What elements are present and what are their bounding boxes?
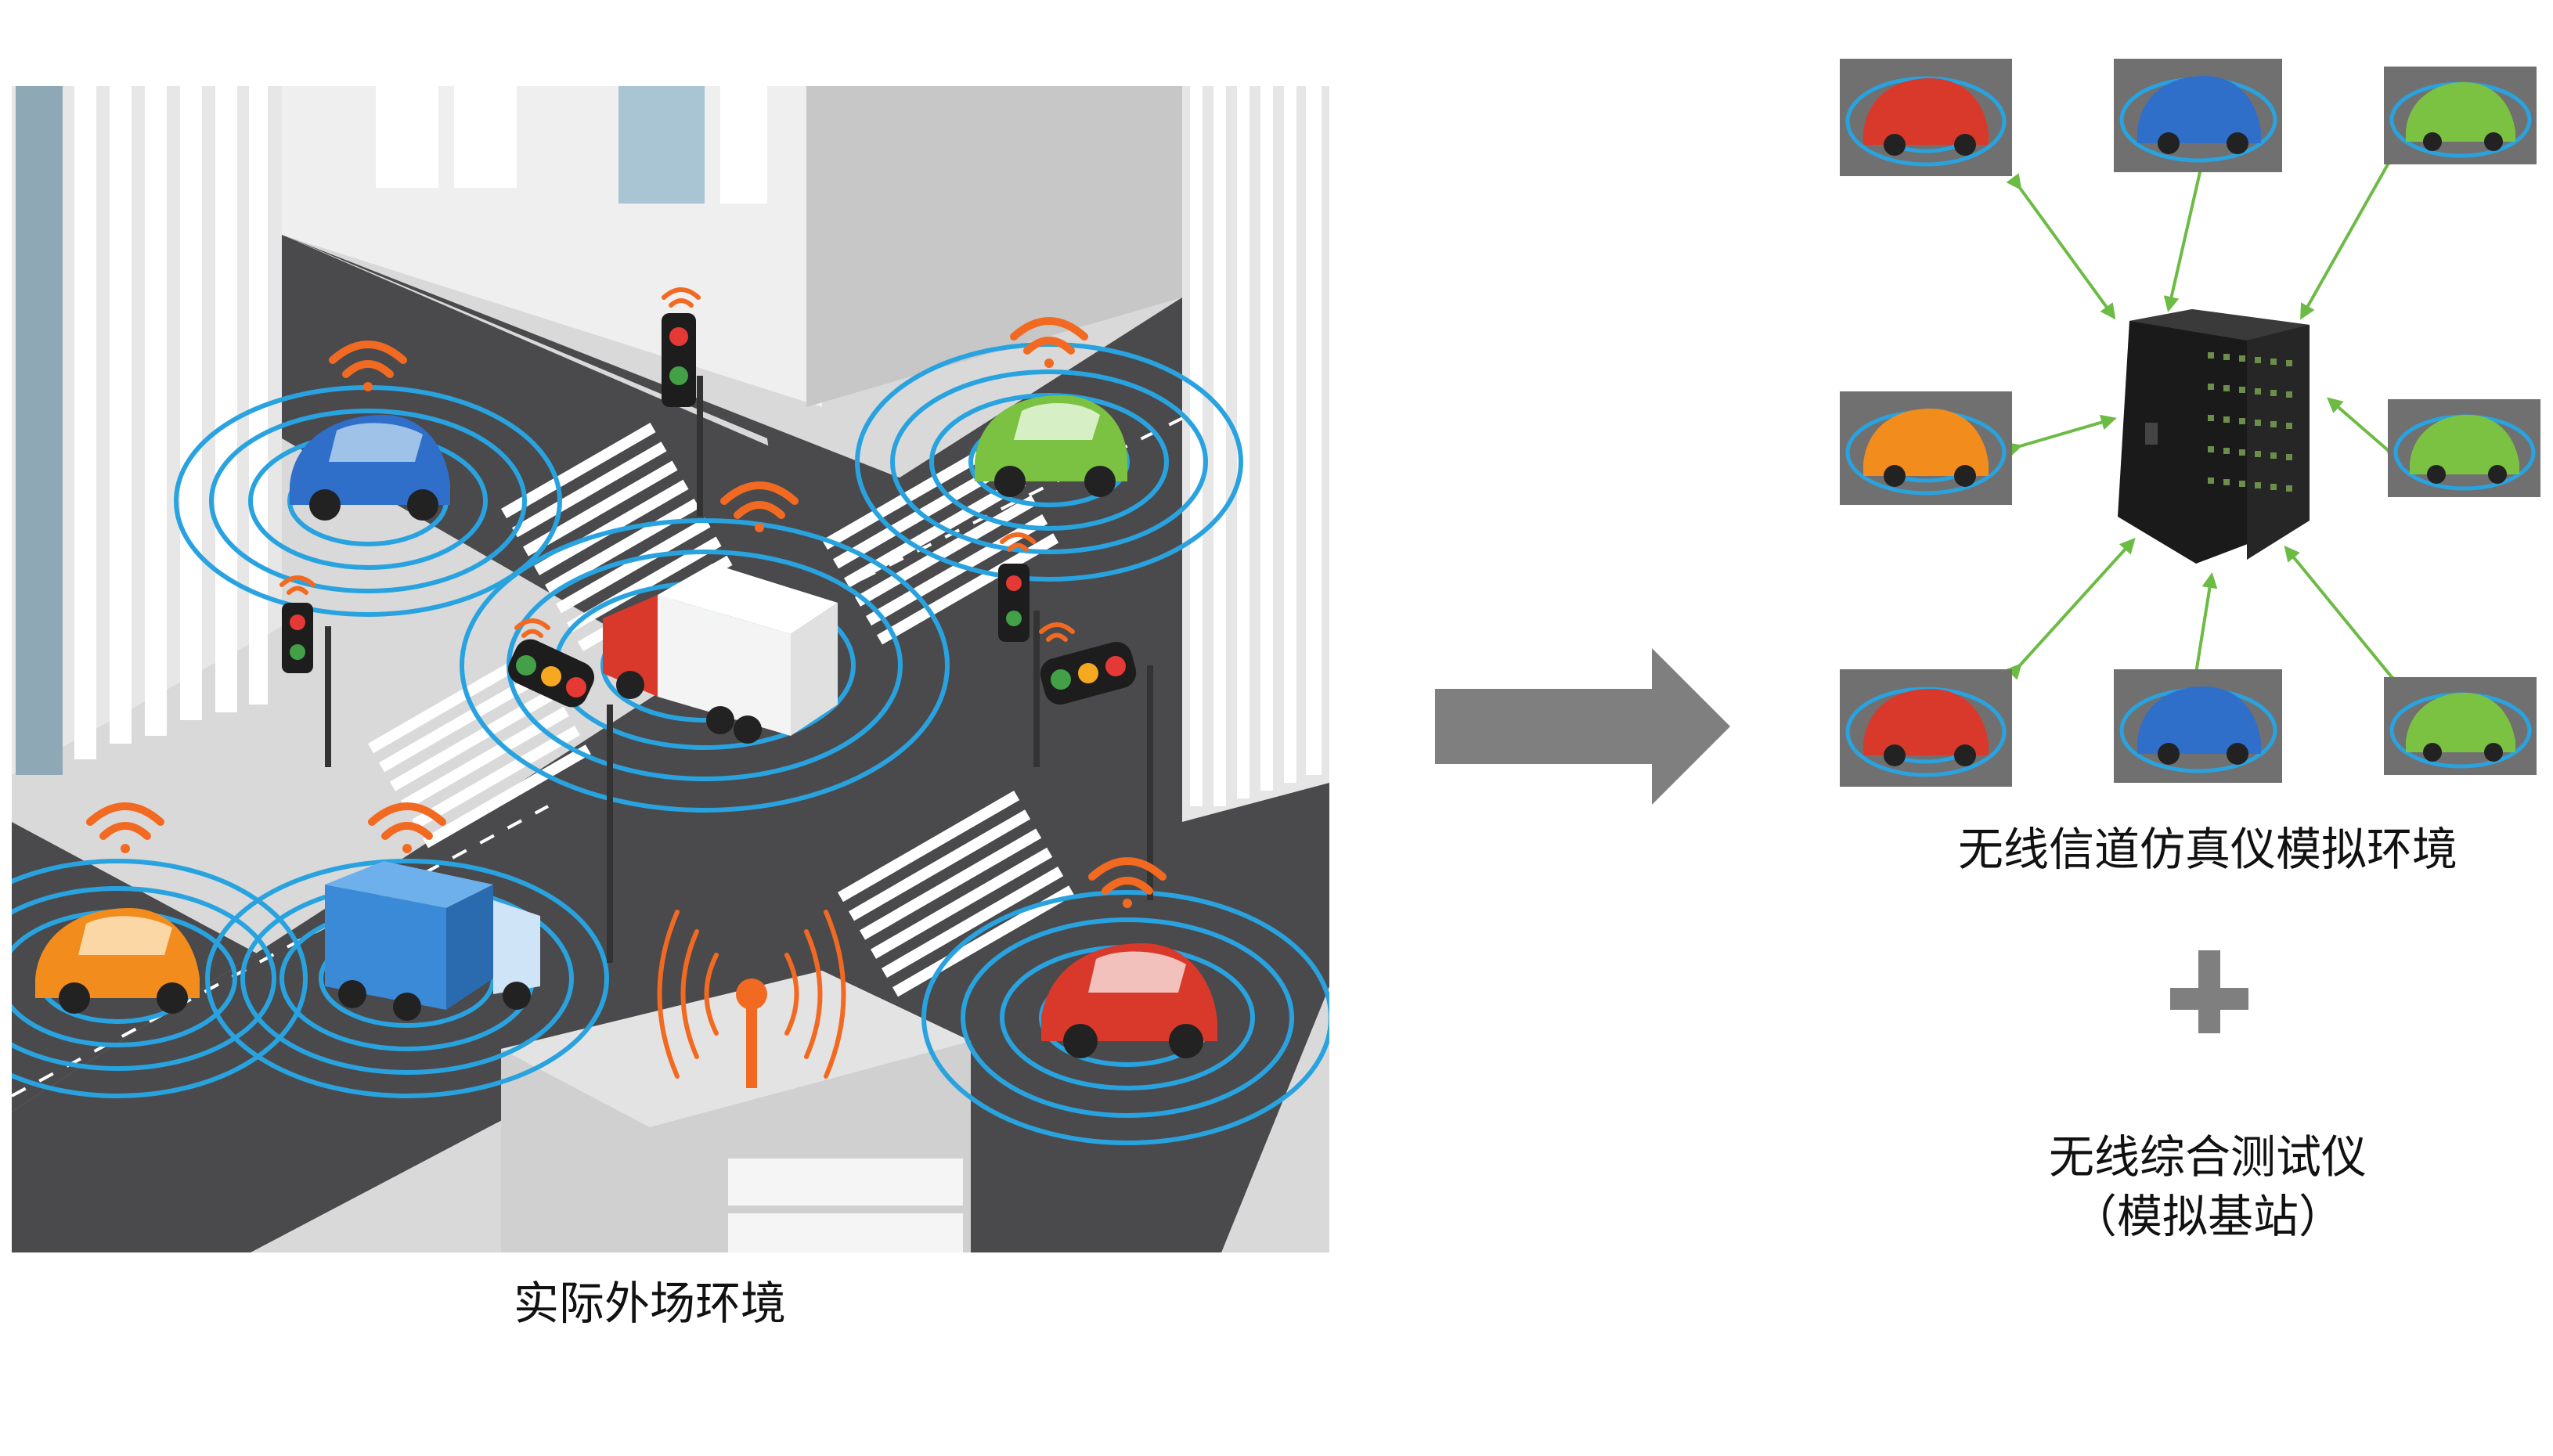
wifi-icons bbox=[86, 287, 1167, 908]
blue-truck-bottom bbox=[325, 861, 540, 1021]
thumbnail-blue-car bbox=[2114, 669, 2282, 783]
thumbnail-green-car bbox=[2388, 399, 2540, 497]
wireless-tester-caption: 无线综合测试仪 （模拟基站） bbox=[1942, 1127, 2474, 1246]
right-tall-building bbox=[1182, 86, 1329, 822]
thumbnail-red-car bbox=[1840, 669, 2012, 787]
thumbnail-red-car bbox=[1840, 59, 2012, 176]
pedestrian-signal-top bbox=[662, 313, 703, 517]
wireless-tester-caption-line1: 无线综合测试仪 bbox=[2048, 1130, 2367, 1184]
base-station-antenna-icon bbox=[657, 910, 846, 1088]
traffic-lights bbox=[282, 313, 1153, 963]
wifi-icon bbox=[1039, 622, 1075, 642]
wifi-icon bbox=[329, 341, 407, 391]
wifi-icon bbox=[1000, 532, 1036, 552]
blue-car-top-left bbox=[290, 415, 450, 521]
channel-emulator-device bbox=[2118, 309, 2310, 564]
channel-emulator-caption: 无线信道仿真仪模拟环境 bbox=[1957, 823, 2457, 876]
wireless-tester-caption-line2: （模拟基站） bbox=[2071, 1190, 2344, 1243]
left-tall-building bbox=[12, 86, 282, 775]
transition-arrow-icon bbox=[1435, 648, 1730, 805]
real-field-caption: 实际外场环境 bbox=[513, 1277, 786, 1330]
white-truck-center bbox=[603, 564, 838, 744]
orange-car-bottom-left bbox=[35, 908, 200, 1014]
wifi-icon bbox=[1088, 857, 1167, 908]
pedestrian-signal-left bbox=[282, 603, 331, 767]
traffic-signal-center bbox=[507, 639, 613, 963]
wifi-icon bbox=[514, 618, 550, 638]
plus-icon bbox=[2170, 950, 2248, 1033]
wifi-icon bbox=[1010, 317, 1088, 368]
green-car-top-right bbox=[975, 395, 1127, 497]
vehicles bbox=[35, 395, 1217, 1058]
wifi-icon bbox=[662, 287, 701, 308]
real-field-scene bbox=[12, 86, 1329, 1252]
red-car-bottom-right bbox=[1041, 943, 1217, 1058]
traffic-signal-right bbox=[1040, 641, 1153, 900]
wifi-icon bbox=[279, 575, 316, 595]
thumbnail-green-car bbox=[2384, 67, 2537, 164]
wifi-icon bbox=[368, 802, 446, 853]
wifi-icon bbox=[720, 481, 799, 532]
thumbnail-orange-car bbox=[1840, 391, 2012, 505]
emulator-links bbox=[2005, 150, 2406, 692]
car-thumbnails bbox=[1840, 59, 2540, 787]
wifi-icon bbox=[86, 802, 164, 853]
pedestrian-signal-right bbox=[998, 564, 1040, 767]
thumbnail-green-car bbox=[2384, 677, 2537, 775]
thumbnail-blue-car bbox=[2114, 59, 2282, 172]
